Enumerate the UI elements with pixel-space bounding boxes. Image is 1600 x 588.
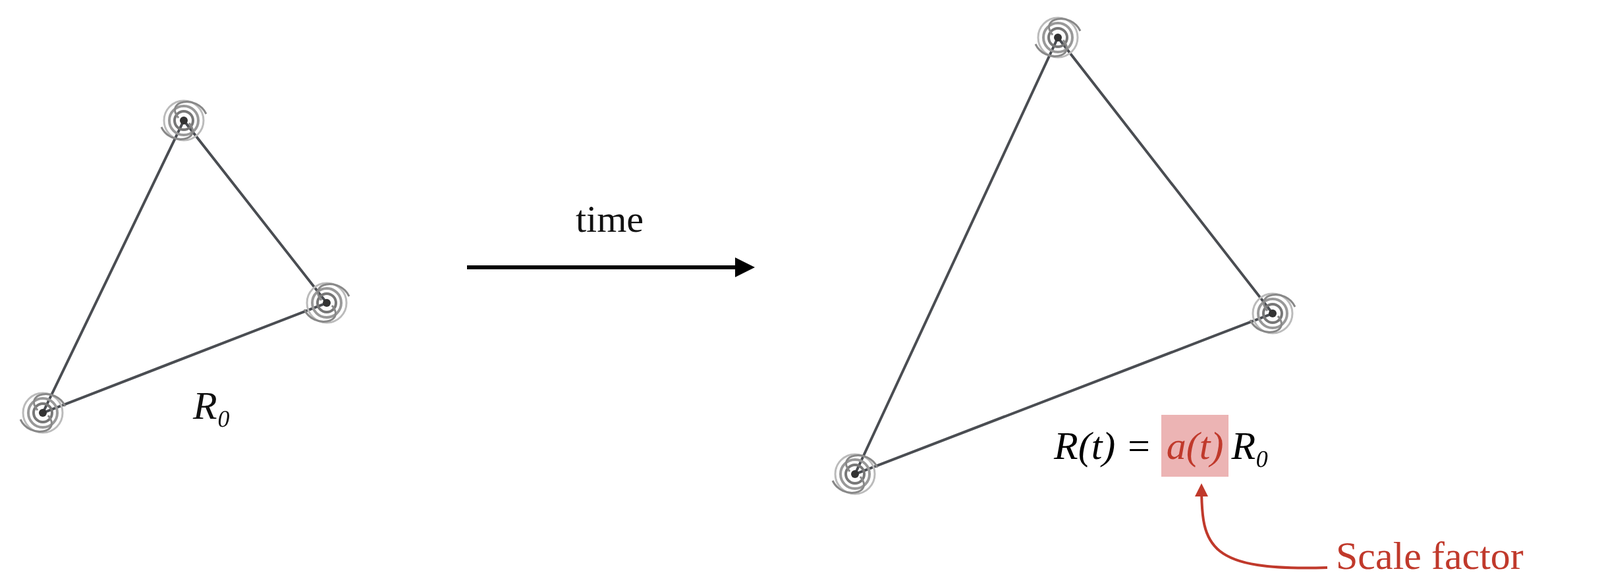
equation: R(t) =a(t)R₀: [1053, 414, 1270, 477]
equation-lhs: R(t) =: [1053, 424, 1153, 468]
galaxy-triangle-after: [832, 17, 1296, 495]
callout-label: Scale factor: [1335, 534, 1524, 578]
time-arrow: [467, 267, 751, 269]
callout-arrow: [1201, 486, 1328, 569]
scale-factor-symbol: a(t): [1161, 414, 1230, 477]
distance-label: R₀: [193, 384, 232, 428]
axis-label: time: [575, 198, 644, 241]
galaxy-triangle-before: [20, 100, 350, 433]
distance-label: R₀: [1231, 424, 1270, 468]
